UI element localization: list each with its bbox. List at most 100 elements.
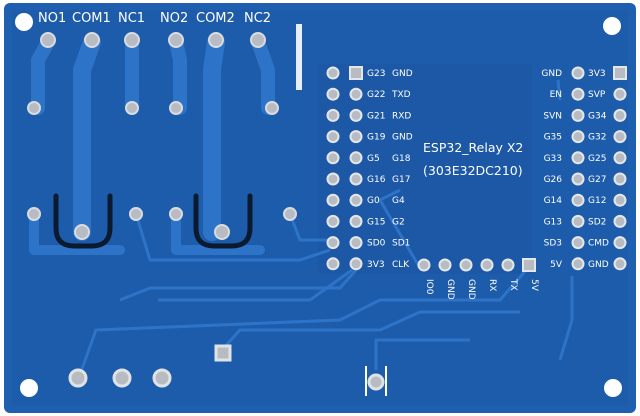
header-pad	[571, 214, 585, 228]
esp32-module-area	[318, 64, 532, 274]
pin-label: G26	[544, 175, 563, 185]
pin-label: TX	[508, 278, 518, 291]
pin-label: G33	[544, 154, 562, 164]
header-pad	[326, 236, 340, 250]
pin-label: 5V	[529, 279, 539, 292]
pin-label: G19	[367, 133, 386, 143]
pin-label: G0	[367, 196, 380, 206]
pin-label: G21	[367, 111, 385, 121]
header-pad	[571, 108, 585, 122]
header-pad	[326, 66, 340, 80]
pin-label: GND	[541, 69, 562, 79]
header-pad	[613, 108, 627, 122]
header-pad	[349, 172, 363, 186]
relay-label: NO2	[160, 11, 188, 26]
pin-label: G18	[392, 154, 411, 164]
header-pad	[326, 193, 340, 207]
header-pad	[326, 130, 340, 144]
header-pad	[417, 258, 431, 272]
pin-label: SVN	[543, 111, 562, 121]
pin-label: EN	[550, 90, 562, 100]
mounting-hole-bottom-left	[20, 379, 38, 397]
pin-label: 5V	[550, 260, 563, 270]
header-pad	[571, 236, 585, 250]
header-pad	[349, 257, 363, 271]
header-pad	[326, 87, 340, 101]
pin-label: G34	[588, 111, 607, 121]
header-pad	[613, 214, 627, 228]
pin-label: RXD	[392, 111, 411, 121]
pin-label: GND	[588, 260, 609, 270]
relay-pads	[27, 32, 297, 240]
header-pad	[571, 130, 585, 144]
pin-label: GND	[392, 133, 413, 143]
pin-label: G23	[367, 69, 385, 79]
pin-label: GND	[445, 279, 455, 300]
pin-label: SD0	[367, 239, 386, 249]
header-pad	[613, 193, 627, 207]
pin-label: G27	[588, 175, 606, 185]
header-pad	[613, 151, 627, 165]
header-pad	[349, 214, 363, 228]
pin-label: G25	[588, 154, 606, 164]
header-pad	[571, 151, 585, 165]
header-pad	[522, 258, 536, 272]
pin-label: G17	[392, 175, 410, 185]
pin-label: 3V3	[588, 69, 606, 79]
relay-labels: NO1 COM1 NC1 NO2 COM2 NC2	[38, 11, 271, 26]
pin-label: CLK	[392, 260, 410, 270]
board-title: ESP32_Relay X2	[423, 140, 523, 155]
pin-label: G13	[544, 217, 562, 227]
header-pad	[613, 172, 627, 186]
bottom-header: IO0 GND GND RX TX 5V	[417, 258, 539, 300]
header-pad	[613, 87, 627, 101]
pin-label: G14	[544, 196, 563, 206]
header-pad	[613, 66, 627, 80]
signal-traces	[76, 79, 574, 381]
header-pad	[349, 130, 363, 144]
board-code: (303E32DC210)	[423, 163, 523, 178]
pin-label: SD3	[544, 239, 562, 249]
pin-label: G12	[588, 196, 606, 206]
header-pad	[501, 258, 515, 272]
relay-coil-outlines	[53, 193, 253, 249]
relay-label: COM2	[196, 11, 235, 26]
header-pad	[438, 258, 452, 272]
pin-label: G35	[544, 133, 562, 143]
header-pad	[571, 87, 585, 101]
pin-label: RX	[487, 279, 497, 291]
header-pad	[349, 151, 363, 165]
pin-label: CMD	[588, 239, 609, 249]
header-pad	[349, 87, 363, 101]
pin-label: G4	[392, 196, 405, 206]
header-pad	[613, 236, 627, 250]
header-pad	[326, 214, 340, 228]
pin-label: SD2	[588, 217, 606, 227]
pin-label: 3V3	[367, 260, 385, 270]
header-pad	[571, 66, 585, 80]
pin-label: G2	[392, 217, 405, 227]
relay-label: NC2	[244, 11, 271, 26]
header-pad	[326, 172, 340, 186]
silkscreen-bar	[296, 24, 302, 90]
pin-label: GND	[466, 279, 476, 300]
pin-label: IO0	[424, 279, 434, 295]
pin-label: SVP	[588, 90, 606, 100]
header-pad	[571, 257, 585, 271]
header-pad	[326, 151, 340, 165]
pin-label: SD1	[392, 239, 410, 249]
header-pad	[571, 172, 585, 186]
header-pad	[480, 258, 494, 272]
pin-label: G15	[367, 217, 385, 227]
header-pad	[326, 108, 340, 122]
mounting-hole-top-left	[15, 13, 33, 31]
header-pad	[571, 193, 585, 207]
pin-label: TXD	[391, 90, 411, 100]
pin-label: G32	[588, 133, 606, 143]
header-pad	[349, 193, 363, 207]
header-pad	[349, 66, 363, 80]
